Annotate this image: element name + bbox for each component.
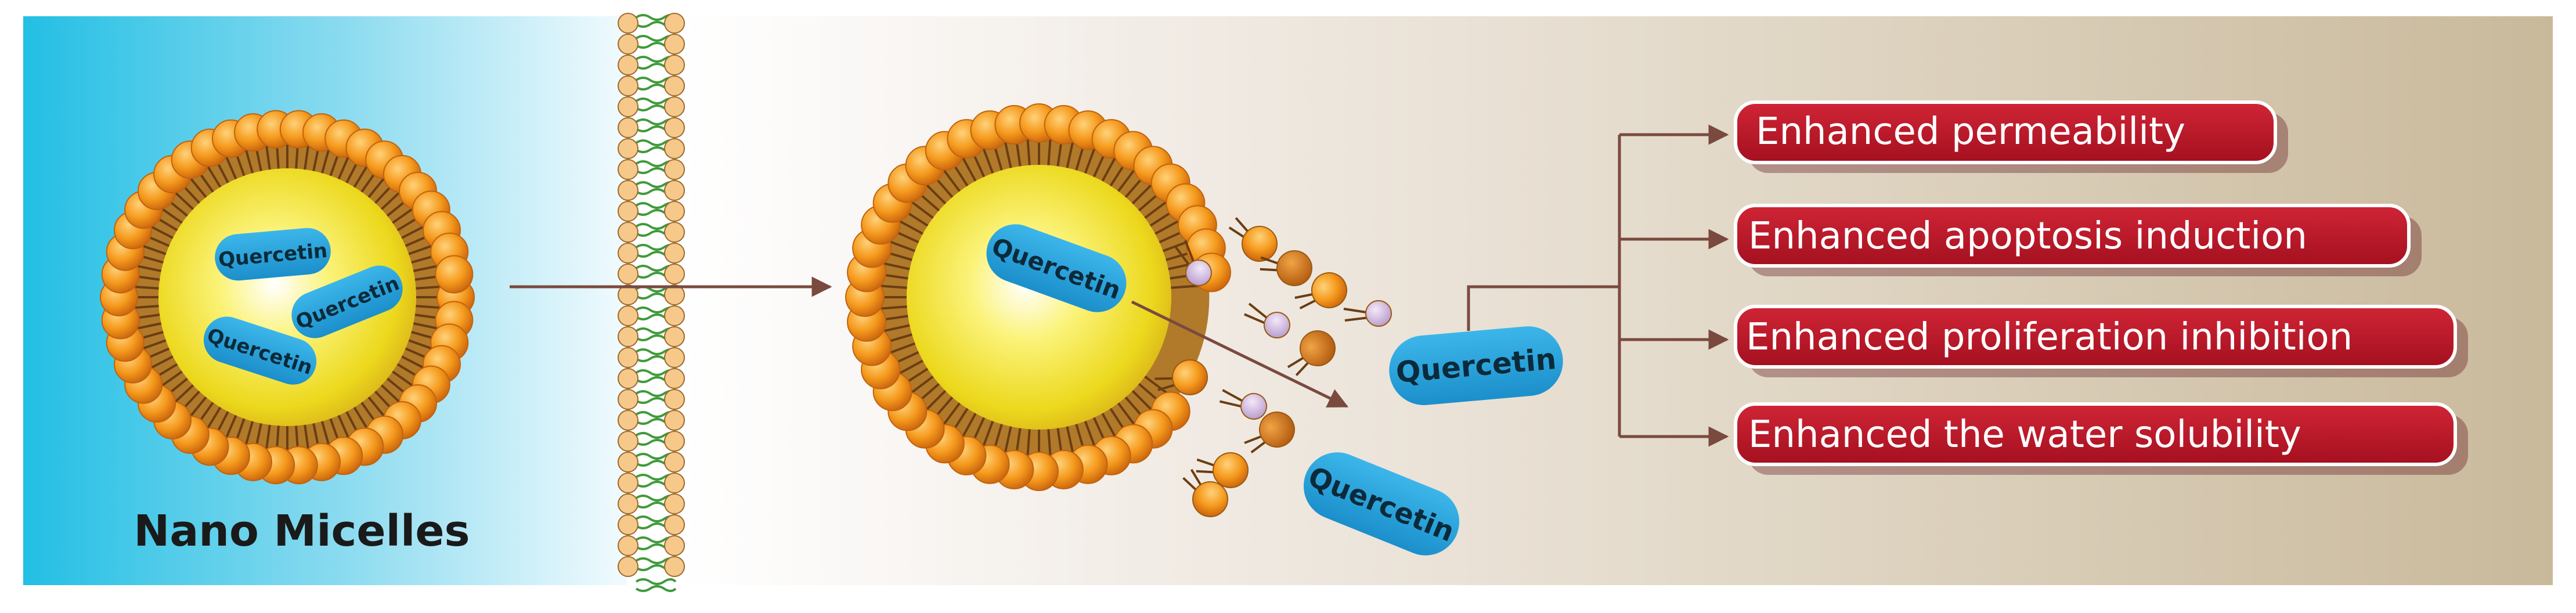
free-surfactant bbox=[1343, 300, 1392, 327]
effect-label: Enhanced permeability bbox=[1756, 110, 2185, 153]
release-arrow bbox=[1131, 300, 1349, 408]
effect-box-solubility: Enhanced the water solubility bbox=[1734, 402, 2468, 475]
nano-micelles-caption: Nano Micelles bbox=[134, 506, 470, 556]
free-surfactant bbox=[1244, 412, 1295, 453]
free-surfactant bbox=[1287, 330, 1336, 376]
loaded-micelle bbox=[100, 110, 475, 485]
free-surfactant bbox=[1182, 468, 1228, 517]
effect-box-apoptosis: Enhanced apoptosis induction bbox=[1734, 204, 2422, 276]
effect-connectors bbox=[1467, 124, 1729, 447]
quercetin-capsule-left-1: Quercetin bbox=[215, 228, 331, 281]
micelle-core bbox=[907, 165, 1171, 430]
released-surfactants bbox=[1154, 217, 1392, 517]
surfactant-heads bbox=[845, 103, 1231, 491]
free-surfactant bbox=[1219, 389, 1267, 420]
effect-label: Enhanced apoptosis induction bbox=[1748, 215, 2307, 258]
effect-label: Enhanced proliferation inhibition bbox=[1746, 316, 2353, 359]
free-surfactant bbox=[1175, 240, 1212, 286]
disassembling-micelle bbox=[845, 103, 1231, 491]
free-surfactant bbox=[1260, 250, 1312, 286]
effect-box-permeability: Enhanced permeability bbox=[1734, 100, 2288, 173]
effect-box-proliferation: Enhanced proliferation inhibition bbox=[1734, 305, 2468, 377]
cell-membrane bbox=[618, 13, 685, 592]
free-surfactant bbox=[1228, 217, 1278, 262]
effect-label: Enhanced the water solubility bbox=[1748, 413, 2301, 456]
surfactant-heads bbox=[100, 110, 475, 485]
free-surfactant bbox=[1294, 272, 1347, 309]
quercetin-capsule-released-1: Quercetin bbox=[1389, 326, 1563, 405]
free-surfactant bbox=[1196, 452, 1249, 488]
free-surfactant bbox=[1154, 359, 1208, 395]
free-surfactant bbox=[1243, 302, 1290, 338]
